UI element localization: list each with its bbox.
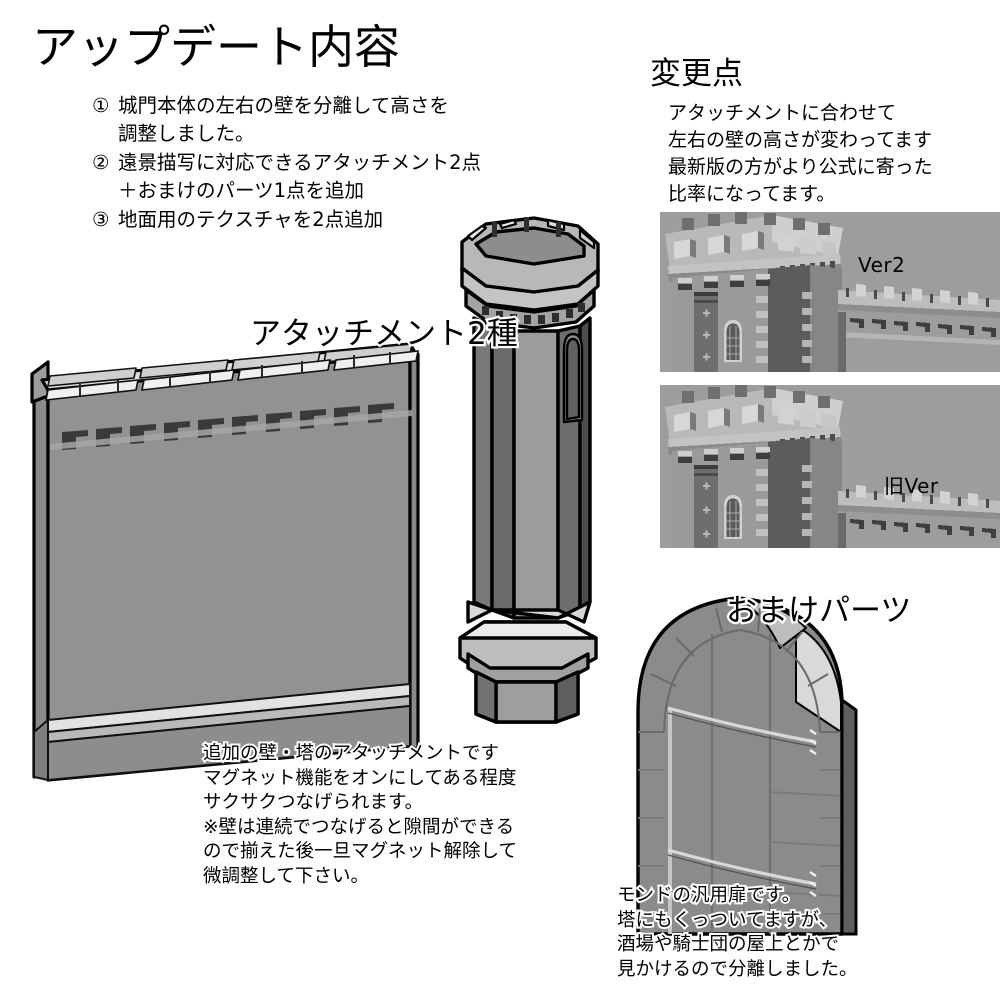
list-item: ② 遠景描写に対応できるアタッチメント2点 <box>92 149 481 177</box>
wall-caption-line: 微調整して下さい。 <box>201 864 371 889</box>
list-item: ① 城門本体の左右の壁を分離して高さを <box>92 92 481 120</box>
bonus-door-render <box>620 582 880 942</box>
wall-caption-line: サクサクつなげられます。 <box>201 790 425 815</box>
version-label-old: 旧Ver <box>884 474 939 498</box>
changes-body-line: 最新版の方がより公式に寄った <box>668 155 933 178</box>
tower-attachment-render <box>438 198 628 728</box>
list-item-text: 城門本体の左右の壁を分離して高さを <box>118 94 449 117</box>
list-item: ③ 地面用のテクスチャを2点追加 <box>92 206 481 234</box>
wall-caption-line: 追加の壁・塔のアタッチメントです <box>201 741 501 766</box>
changes-body-line: アタッチメントに合わせて <box>668 102 897 124</box>
changes-heading: 変更点 <box>650 56 743 92</box>
list-item-text: 遠景描写に対応できるアタッチメント2点 <box>118 150 482 174</box>
update-list: ① 城門本体の左右の壁を分離して高さを 調整しました。 ② 遠景描写に対応できる… <box>92 92 481 234</box>
list-item-number: ③ <box>92 207 110 231</box>
list-item-text-continued: 調整しました。 <box>118 122 255 146</box>
door-caption-line: 見かけるので分離しました。 <box>615 957 860 982</box>
castle-old-ver-render <box>660 385 1000 548</box>
bonus-heading: おまけパーツ <box>724 591 914 632</box>
list-item-number: ① <box>92 94 110 117</box>
attachments-heading: アタッチメント2種 <box>248 314 520 355</box>
wall-caption-line: ※壁は連続でつなげると隙間ができる <box>201 815 516 840</box>
list-item-text-continued: ＋おまけのパーツ1点を追加 <box>118 179 365 203</box>
version-label-new: Ver2 <box>858 253 906 277</box>
door-caption-line: 塔にもくっついてますが、 <box>615 908 839 933</box>
changes-body-line: 比率になってます。 <box>668 182 836 205</box>
page-title: アップデート内容 <box>32 20 400 74</box>
door-caption: モンドの汎用扉です。 塔にもくっついてますが、 酒場や騎士団の屋上とかで 見かけ… <box>615 883 860 982</box>
castle-ver2-render <box>660 212 1000 372</box>
changes-body-line: 左右の壁の高さが変わってます <box>668 128 933 151</box>
wall-caption-line: ので揃えた後一旦マグネット解除して <box>201 839 519 864</box>
wall-caption-line: マグネット機能をオンにしてある程度 <box>201 766 518 791</box>
changes-body: アタッチメントに合わせて 左右の壁の高さが変わってます 最新版の方がより公式に寄… <box>668 100 933 208</box>
wall-attachment-render <box>18 340 438 810</box>
door-caption-line: モンドの汎用扉です。 <box>615 883 802 908</box>
wall-caption: 追加の壁・塔のアタッチメントです マグネット機能をオンにしてある程度 サクサクつ… <box>201 741 519 890</box>
list-item-number: ② <box>92 150 110 174</box>
list-item-text: 地面用のテクスチャを2点追加 <box>118 207 384 231</box>
door-caption-line: 酒場や騎士団の屋上とかで <box>615 932 841 957</box>
